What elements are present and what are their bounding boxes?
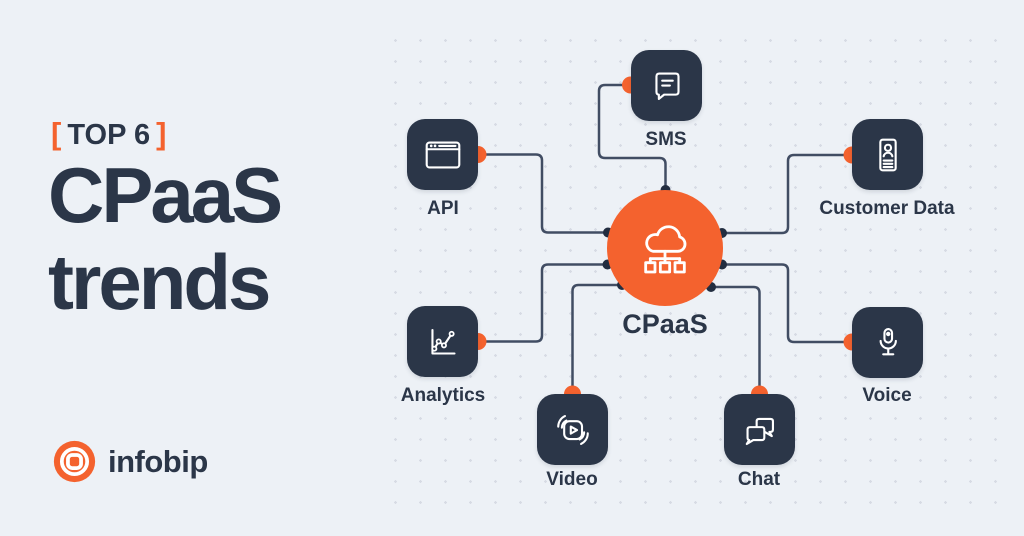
node-sms: [631, 50, 702, 121]
node-label-customer-data: Customer Data: [819, 198, 955, 219]
tag-close-bracket: ]: [156, 116, 167, 151]
node-label-video: Video: [546, 469, 598, 490]
brand-name: infobip: [108, 443, 208, 479]
page-title-line1: CPaaS: [48, 151, 283, 239]
line-chart-icon: [430, 328, 456, 355]
message-bubble-icon: [654, 71, 680, 100]
infobip-logo-icon: [53, 440, 96, 483]
chat-bubbles-icon: [745, 417, 774, 445]
video-play-icon: [556, 414, 589, 445]
node-label-chat: Chat: [737, 469, 781, 490]
node-label-analytics: Analytics: [400, 385, 486, 406]
top6-tag: [TOP 6]: [51, 116, 166, 152]
hub-label: CPaaS: [622, 309, 708, 339]
id-card-icon: [878, 138, 897, 171]
brand-logo: infobip: [52, 439, 208, 484]
hub-cpaas: [607, 190, 723, 306]
node-analytics: [407, 306, 478, 377]
tag-label: TOP 6: [67, 119, 151, 151]
node-label-sms: SMS: [645, 129, 687, 150]
node-chat: [724, 394, 795, 465]
cloud-network-icon: [644, 225, 687, 274]
node-label-api: API: [427, 198, 459, 219]
node-api: [407, 119, 478, 190]
browser-window-icon: [425, 140, 460, 169]
page-title: CPaaS trends: [48, 151, 283, 326]
node-label-voice: Voice: [862, 385, 912, 406]
tag-open-bracket: [: [51, 116, 62, 151]
microphone-icon: [879, 327, 897, 355]
node-voice: [852, 307, 923, 378]
node-video: [537, 394, 608, 465]
page-title-line2: trends: [48, 238, 271, 326]
node-customer-data: [852, 119, 923, 190]
